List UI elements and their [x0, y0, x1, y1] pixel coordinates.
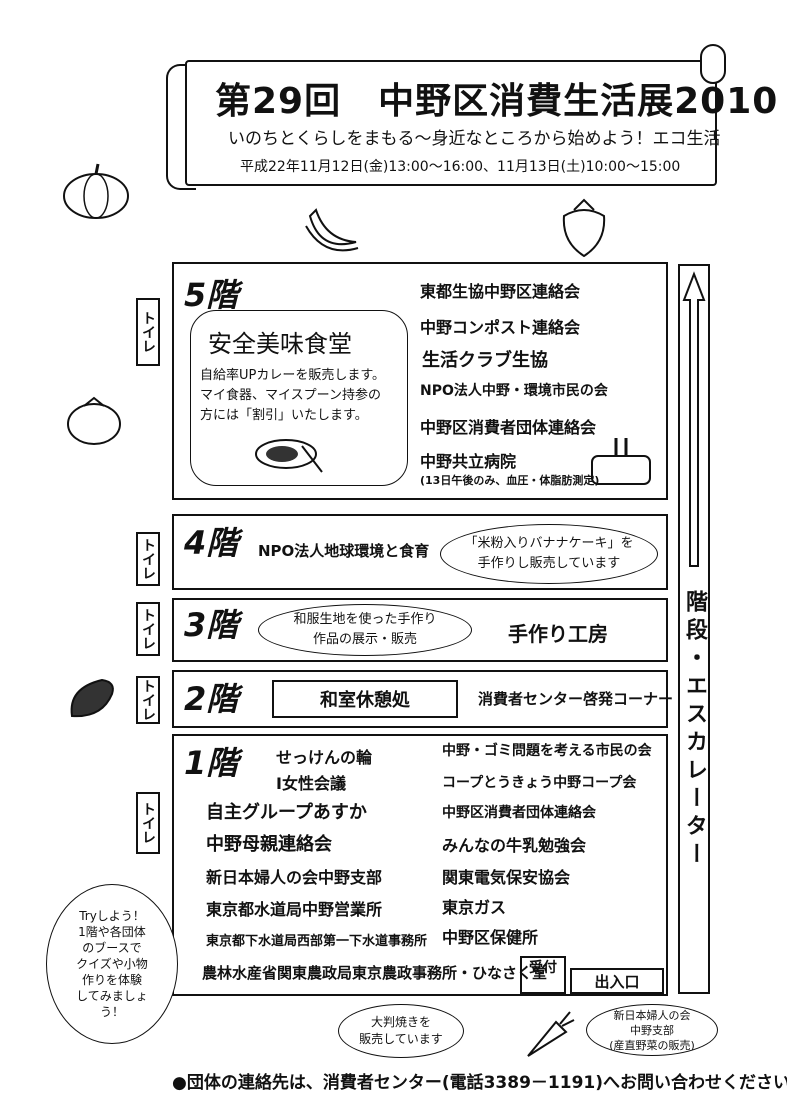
org-gomi-mondai: 中野・ゴミ問題を考える市民の会 [442, 743, 652, 759]
cafeteria-box [190, 310, 408, 486]
org-compost: 中野コンポスト連絡会 [420, 318, 581, 337]
org-shinfujin-1f: 新日本婦人の会中野支部 [206, 868, 383, 887]
scale-icon [591, 438, 651, 485]
org-hokenjo: 中野区保健所 [442, 928, 539, 947]
org-tezukuri-kobo: 手作り工房 [508, 622, 608, 646]
org-seikatsu-club: 生活クラブ生協 [422, 350, 548, 371]
contact-footer: ●団体の連絡先は、消費者センター(電話3389－1191)へお問い合わせください… [172, 1073, 787, 1093]
toilet-4f: トイレ [136, 532, 160, 586]
strawberry-icon [562, 198, 606, 258]
floor-3-label: 3階 [184, 606, 239, 644]
washitsu-room: 和室休憩処 [272, 680, 458, 718]
floor-5-label: 5階 [184, 276, 239, 314]
entrance: 出入口 [570, 968, 664, 994]
org-npo-chikyu-kankyo: NPO法人地球環境と食育 [258, 542, 430, 560]
org-toto-seikyo: 東都生協中野区連絡会 [420, 282, 581, 301]
eggplant-icon [70, 678, 114, 718]
floor-5 [172, 262, 668, 500]
banana-cake-bubble: 「米粉入りバナナケーキ」を手作りし販売しています [440, 524, 658, 584]
curry-plate-icon [255, 439, 323, 473]
page-subtitle: いのちとくらしをまもる～身近なところから始めよう！エコ生活 [228, 129, 721, 149]
org-tokyo-gas: 東京ガス [442, 898, 507, 917]
shinfujin-bubble: 新日本婦人の会中野支部(産直野菜の販売) [586, 1004, 718, 1056]
reception-desk: 受付 [520, 956, 566, 994]
event-dates: 平成22年11月12日(金)13:00～16:00、11月13日(土)10:00… [240, 159, 681, 175]
page-title: 第29回 中野区消費生活展2010 [215, 81, 779, 122]
org-gesuidokyoku: 東京都下水道局西部第一下水道事務所 [206, 934, 428, 949]
org-shohisha-dantai-5f: 中野区消費者団体連絡会 [420, 418, 597, 437]
up-arrow-icon [682, 271, 706, 567]
floor-2 [172, 670, 668, 728]
toilet-5f: トイレ [136, 298, 160, 366]
toilet-1f: トイレ [136, 792, 160, 854]
floor-1-label: 1階 [184, 744, 239, 782]
toilet-3f: トイレ [136, 602, 160, 656]
org-gyunyu-benkyo: みんなの牛乳勉強会 [442, 836, 587, 855]
banana-icon [305, 208, 359, 252]
org-suidokyoku: 東京都水道局中野営業所 [206, 900, 383, 919]
org-kyoritsu-hospital: 中野共立病院 [420, 452, 517, 471]
title-banner [185, 60, 717, 186]
scroll-curl-right [700, 44, 726, 84]
obanyaki-bubble: 大判焼きを販売しています [338, 1004, 464, 1058]
org-npo-nakano-kankyo: NPO法人中野・環境市民の会 [420, 383, 608, 399]
floor-2-label: 2階 [184, 680, 239, 718]
floor-4-label: 4階 [184, 524, 239, 562]
cafeteria-text: 自給率UPカレーを販売します。 マイ食器、マイスプーン持参の 方には「割引」いた… [200, 368, 386, 423]
org-sekken-no-wa: せっけんの輪 [276, 748, 373, 767]
try-bubble: Tryしよう！ 1階や各団体 のブースで クイズや小物 作りを体験 してみましょ… [46, 884, 178, 1044]
escalator-column [678, 264, 710, 994]
org-hahaoya-renraku: 中野母親連絡会 [206, 834, 332, 855]
cafeteria-title: 安全美味食堂 [208, 330, 352, 358]
org-shohisha-dantai-1f: 中野区消費者団体連絡会 [442, 805, 596, 821]
tomato-icon [67, 396, 121, 445]
floor-1 [172, 734, 668, 996]
escalator-label: 階段・エスカレーター [682, 590, 707, 870]
carrot-icon [527, 1011, 575, 1057]
org-i-josei-kaigi: I女性会議 [276, 774, 346, 793]
toilet-2f: トイレ [136, 676, 160, 724]
org-jishu-asuka: 自主グループあすか [206, 802, 367, 823]
org-norinsuisan: 農林水産省関東農政局東京農政事務所・ひなさく堂 [202, 964, 548, 982]
org-kanto-denki: 関東電気保安協会 [442, 868, 571, 887]
org-shohisha-center-corner: 消費者センター啓発コーナー [478, 690, 674, 708]
hospital-note: (13日午後のみ、血圧・体脂肪測定) [420, 474, 600, 487]
pumpkin-icon [63, 163, 129, 219]
kimono-crafts-bubble: 和服生地を使った手作り作品の展示・販売 [258, 604, 472, 656]
org-coop-tokyo: コープとうきょう中野コープ会 [442, 775, 637, 791]
